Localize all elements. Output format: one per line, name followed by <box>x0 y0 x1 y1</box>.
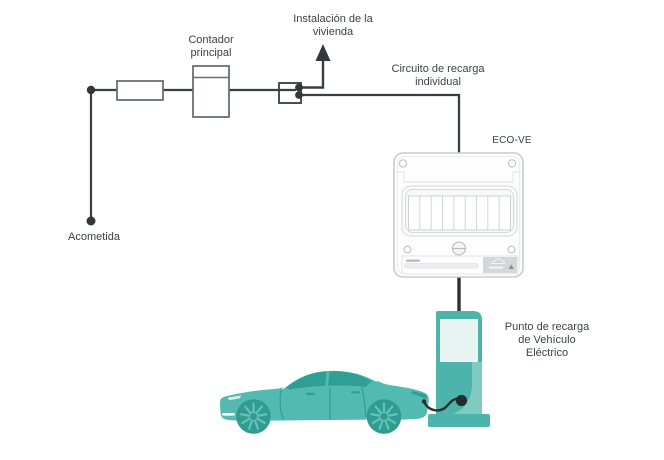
label-line: vivienda <box>312 26 354 38</box>
label-line: de Vehículo <box>518 334 576 346</box>
post-screen <box>440 319 478 362</box>
junction-dots <box>86 83 303 226</box>
eco-ve-panel <box>393 152 524 278</box>
label-line: Contador <box>188 34 234 46</box>
panel-label-strip <box>401 255 519 275</box>
car-headlight <box>228 395 241 401</box>
cloud-icon <box>491 258 506 264</box>
car-rear-wheel <box>366 399 402 434</box>
label-line: ECO-VE <box>492 135 532 146</box>
car-rear-accent <box>411 391 427 399</box>
junction-dot <box>86 85 96 95</box>
connector-dot-bottom <box>295 91 303 99</box>
panel-micro-text-bar <box>406 259 420 262</box>
label-circuito-recarga: Circuito de recarga individual <box>392 63 485 89</box>
screw-bottom-right <box>507 245 516 254</box>
post-highlight <box>446 362 482 416</box>
car-front-wheel <box>236 399 271 434</box>
label-line: Punto de recarga <box>504 321 590 333</box>
car-windows <box>286 371 372 390</box>
fuse-symbol <box>116 80 164 101</box>
breaker-row <box>408 195 511 231</box>
badge-mark-icon <box>508 264 514 269</box>
panel-brand-badge <box>483 257 517 273</box>
car-door-handle-rear <box>351 391 360 394</box>
arrow-up-icon <box>315 44 331 61</box>
car-b-pillar <box>325 371 330 387</box>
connector-dot-top <box>295 83 303 92</box>
label-line: Acometida <box>68 231 120 243</box>
car-door-seams <box>279 386 367 421</box>
label-line: Eléctrico <box>525 347 569 359</box>
label-line: principal <box>190 47 232 59</box>
screw-top-right <box>507 159 517 168</box>
label-line: individual <box>415 76 461 88</box>
car-mirror <box>291 389 301 396</box>
car-illustration <box>220 369 429 434</box>
panel-lid-line <box>396 171 521 183</box>
car-door-handle-front <box>306 392 315 395</box>
badge-micro-text-bar <box>489 266 503 269</box>
screw-bottom-left <box>403 245 412 254</box>
car-roofline-highlight <box>282 369 378 390</box>
charging-cable <box>421 394 468 412</box>
post-base <box>428 414 490 427</box>
label-contador-principal: Contador principal <box>188 34 233 60</box>
dwelling-branch-wire <box>299 59 325 89</box>
label-line: Circuito de recarga <box>391 63 485 75</box>
breaker-window <box>401 185 518 237</box>
charging-post <box>428 311 490 427</box>
label-punto-recarga: Punto de recarga de Vehículo Eléctrico <box>505 321 589 360</box>
label-instalacion-vivienda: Instalación de la vivienda <box>293 13 373 39</box>
car-front-slit <box>222 413 235 416</box>
cable-connector <box>455 394 468 407</box>
screw-top-left <box>398 159 408 168</box>
label-line: Instalación de la <box>293 13 373 25</box>
acometida-dot <box>86 216 96 226</box>
breaker-dividers <box>419 196 500 230</box>
label-eco-ve: ECO-VE <box>492 134 532 147</box>
charging-circuit-wire <box>299 93 461 153</box>
label-acometida: Acometida <box>68 231 120 244</box>
panel-slot-bar <box>404 263 479 269</box>
panel-knob <box>451 241 467 256</box>
main-meter-box <box>192 65 230 118</box>
